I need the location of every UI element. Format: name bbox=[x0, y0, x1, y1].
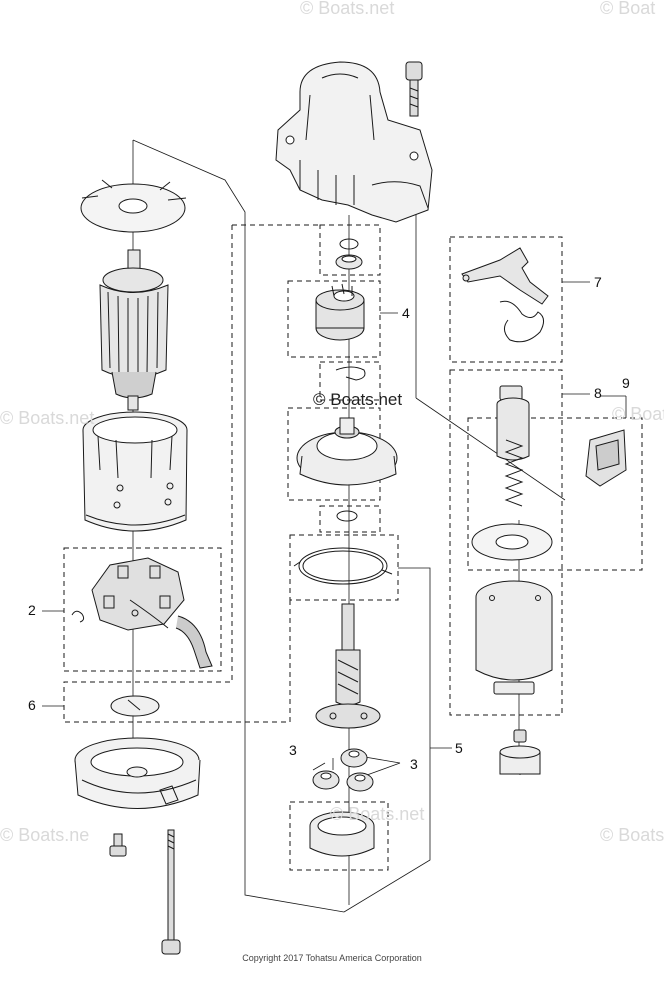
armature bbox=[99, 249, 169, 411]
callout-3-left: 3 bbox=[289, 742, 297, 758]
through-bolt bbox=[161, 829, 181, 955]
callout-9: 9 bbox=[622, 375, 630, 391]
watermark-right-bottom: © Boats bbox=[600, 825, 664, 845]
group-box-9 bbox=[467, 417, 643, 571]
group-box-washer bbox=[319, 361, 381, 401]
brush-holder bbox=[91, 557, 213, 669]
housing-bolt bbox=[405, 61, 423, 117]
planetary-gear-2 bbox=[340, 748, 368, 768]
group-box-clip bbox=[319, 224, 381, 276]
connector-block bbox=[585, 429, 627, 487]
callout-7: 7 bbox=[594, 274, 602, 290]
retaining-clip bbox=[335, 366, 366, 381]
copyright-text: Copyright 2017 Tohatsu America Corporati… bbox=[242, 953, 422, 963]
retaining-ring bbox=[293, 547, 393, 585]
terminal-nut bbox=[513, 729, 527, 743]
plunger bbox=[496, 385, 530, 461]
planetary-gear-1 bbox=[312, 770, 340, 790]
group-box-internal-gear bbox=[289, 801, 389, 871]
callout-4: 4 bbox=[402, 305, 410, 321]
callout-8: 8 bbox=[594, 385, 602, 401]
callout-6: 6 bbox=[28, 697, 36, 713]
watermark-top: © Boats.net bbox=[300, 0, 395, 18]
group-box-8 bbox=[449, 369, 563, 716]
watermark-center-bottom: © Boats.net bbox=[330, 804, 425, 824]
shift-lever bbox=[461, 247, 549, 305]
watermark-top-right: © Boat bbox=[600, 0, 656, 18]
callout-5: 5 bbox=[455, 740, 463, 756]
group-box-pinion bbox=[287, 280, 381, 358]
group-boxes bbox=[63, 224, 643, 871]
gear-housing bbox=[296, 417, 398, 486]
pinion-gear bbox=[315, 283, 365, 341]
snap-ring bbox=[339, 238, 359, 250]
group-box-7 bbox=[449, 236, 563, 363]
group-box-6-left bbox=[63, 225, 291, 723]
internal-gear bbox=[309, 811, 375, 857]
stop-collar bbox=[335, 254, 363, 270]
solenoid-body bbox=[475, 580, 553, 695]
watermark-right-mid: © Boat bbox=[612, 404, 664, 424]
pinion-shaft bbox=[315, 603, 381, 729]
end-frame-screw bbox=[109, 833, 127, 857]
lever-spring bbox=[499, 300, 544, 343]
thrust-washer bbox=[110, 695, 160, 717]
watermark-center: © Boats.net bbox=[313, 390, 403, 409]
planetary-gear-3 bbox=[346, 772, 374, 792]
drive-end-housing bbox=[275, 61, 433, 223]
rear-end-frame bbox=[74, 737, 201, 809]
solenoid-gasket bbox=[471, 523, 553, 561]
brush-spring bbox=[71, 610, 85, 623]
watermark-left-bottom: © Boats.ne bbox=[0, 825, 90, 845]
rear-shield-plate bbox=[80, 179, 187, 233]
small-washer bbox=[336, 510, 358, 522]
plunger-spring bbox=[504, 439, 524, 507]
group-box-ring bbox=[289, 534, 399, 601]
watermark-left-mid: © Boats.net bbox=[0, 408, 95, 428]
terminal-cap bbox=[499, 745, 541, 775]
callout-2: 2 bbox=[28, 602, 36, 618]
group-box-small-washer bbox=[319, 505, 381, 533]
group-box-2 bbox=[63, 547, 222, 672]
yoke-field-frame bbox=[82, 411, 188, 532]
callout-3-right: 3 bbox=[410, 756, 418, 772]
